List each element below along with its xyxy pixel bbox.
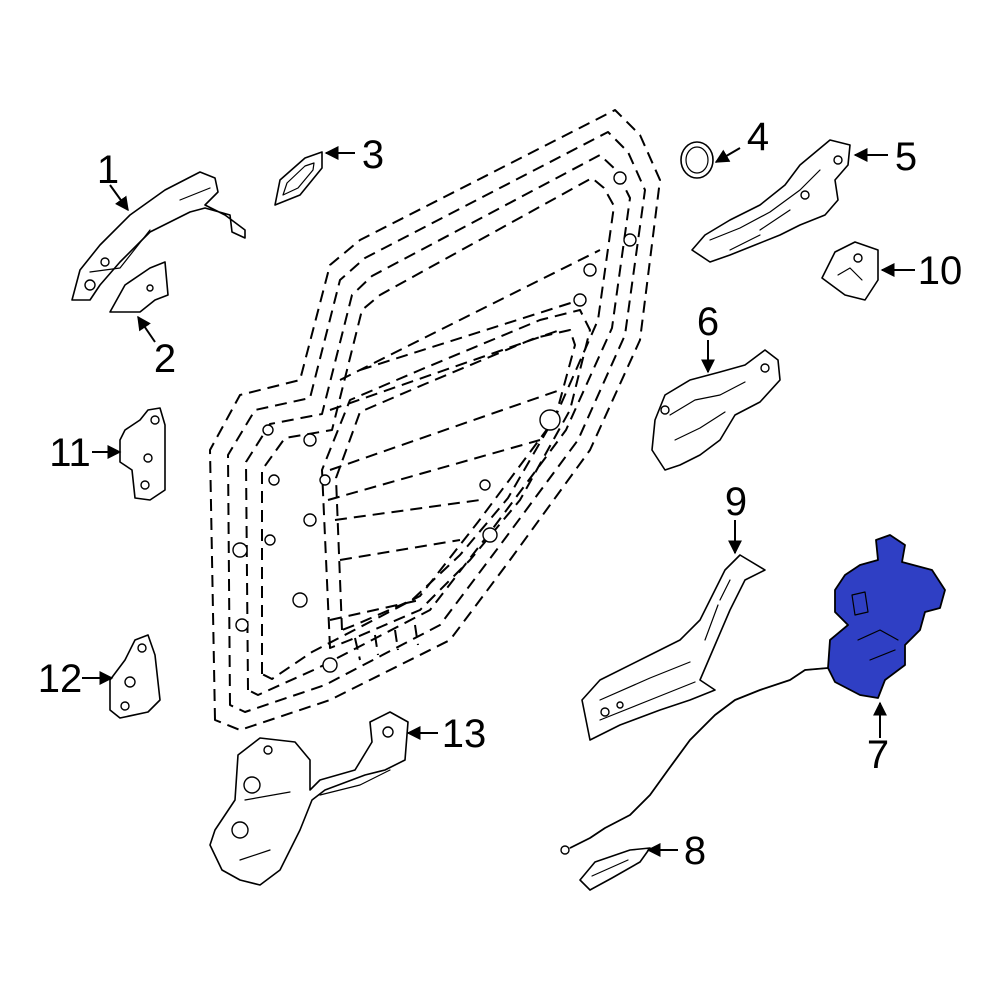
part-3-gasket[interactable] [274,151,323,206]
callout-4: 4 [747,115,769,159]
part-4-plug[interactable] [680,141,714,179]
part-12-lower-hinge[interactable] [109,634,161,719]
part-5-handle-bracket[interactable] [691,139,851,263]
callout-2: 2 [154,337,176,381]
part-8-release-cable-end[interactable] [579,847,651,891]
part-2-handle-cover[interactable] [109,261,169,313]
callout-5: 5 [895,135,917,179]
callout-1: 1 [97,148,119,192]
callout-7: 7 [867,733,889,777]
callout-11: 11 [49,431,91,475]
callout-6: 6 [697,300,719,344]
part-6-inside-handle[interactable] [651,349,781,471]
door-shell-holes [232,171,637,673]
part-13-door-check[interactable] [209,711,409,886]
part-1-outside-handle[interactable] [71,171,246,301]
part-7-lock-actuator-highlighted[interactable] [560,534,946,855]
part-11-upper-hinge[interactable] [119,407,166,501]
callout-10: 10 [918,249,963,293]
door-shell-outline [209,109,661,731]
part-9-handle-bracket[interactable] [581,554,766,741]
callout-3: 3 [362,133,384,177]
callout-8: 8 [684,829,706,873]
callout-12: 12 [38,657,83,701]
callout-labels: 1 2 3 4 5 6 7 8 9 10 11 12 13 [38,115,963,873]
callout-9: 9 [725,480,747,524]
callout-leaders [82,146,915,857]
part-10-striker[interactable] [821,241,879,301]
callout-13: 13 [442,712,487,756]
